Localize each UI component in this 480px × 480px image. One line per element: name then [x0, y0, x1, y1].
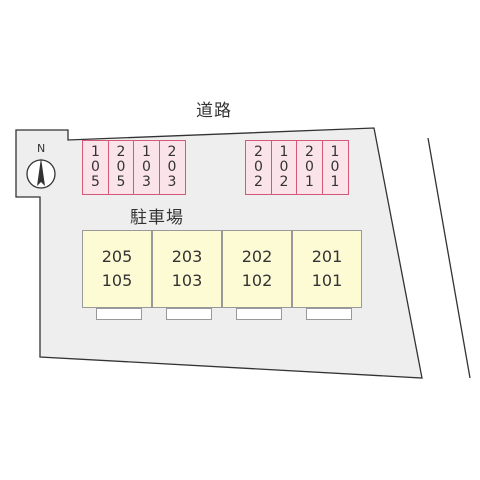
slot-digit: 5: [91, 174, 100, 190]
slot-digit: 2: [167, 144, 177, 160]
slot-digit: 0: [167, 159, 177, 175]
unit-block: 205 105: [82, 230, 152, 320]
slot-digit: 2: [305, 144, 314, 160]
unit-block: 202 102: [222, 230, 292, 320]
unit-box: 203 103: [152, 230, 222, 308]
slot-digit: 0: [116, 159, 126, 175]
unit-upper-number: 202: [241, 247, 273, 266]
slot-digit: 1: [91, 144, 100, 160]
slot-digit: 2: [116, 144, 126, 160]
slot-digit: 0: [142, 159, 151, 175]
unit-block: 203 103: [152, 230, 222, 320]
unit-lower-number: 102: [241, 271, 273, 290]
unit-lower-number: 101: [311, 271, 343, 290]
slot-digit: 1: [305, 174, 314, 190]
entrance-step: [166, 308, 212, 320]
unit-upper-number: 205: [101, 247, 133, 266]
road-edge-line: [427, 137, 471, 379]
parking-label: 駐車場: [130, 208, 184, 228]
slot-digit: 0: [305, 159, 314, 175]
slot-digit: 1: [330, 174, 340, 190]
slot-digit: 1: [279, 144, 289, 160]
unit-lower-number: 105: [101, 271, 133, 290]
building: 205 105 203 103 202 102 201 101: [82, 230, 362, 320]
slot-digit: 0: [330, 159, 340, 175]
unit-upper-number: 203: [171, 247, 203, 266]
slot-digit: 0: [91, 159, 100, 175]
unit-box: 201 101: [292, 230, 362, 308]
entrance-step: [236, 308, 282, 320]
unit-upper-number: 201: [311, 247, 343, 266]
slot-digit: 3: [142, 174, 151, 190]
slot-digit: 2: [254, 174, 263, 190]
slot-digit: 2: [279, 174, 289, 190]
north-label: N: [37, 142, 45, 155]
slot-digit: 5: [116, 174, 126, 190]
unit-box: 205 105: [82, 230, 152, 308]
unit-block: 201 101: [292, 230, 362, 320]
slot-digit: 1: [142, 144, 151, 160]
unit-lower-number: 103: [171, 271, 203, 290]
north-compass: N: [22, 140, 62, 200]
entrance-step: [96, 308, 142, 320]
unit-box: 202 102: [222, 230, 292, 308]
north-arrow-icon: [37, 158, 45, 186]
slot-digit: 0: [279, 159, 289, 175]
slot-digit: 2: [254, 144, 263, 160]
road-label: 道路: [196, 101, 232, 121]
slot-digit: 0: [254, 159, 263, 175]
entrance-step: [306, 308, 352, 320]
slot-digit: 3: [167, 174, 177, 190]
slot-digit: 1: [330, 144, 340, 160]
